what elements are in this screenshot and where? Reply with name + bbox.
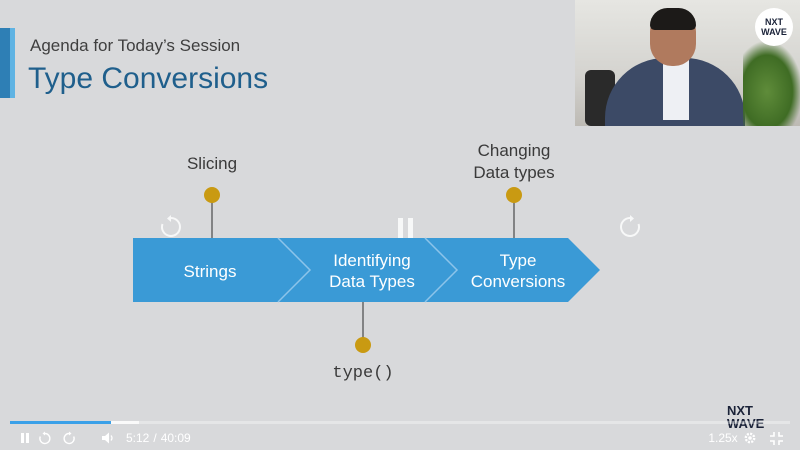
instructor-webcam: NXT WAVE	[575, 0, 800, 126]
step-label-strings: Strings	[183, 262, 237, 281]
note-slicing: Slicing	[186, 154, 238, 173]
arrow-step-type-conversions	[425, 238, 600, 302]
forward-10-button[interactable]	[60, 428, 78, 448]
instructor-hair	[650, 8, 696, 30]
nxtwave-watermark: NXT WAVE	[727, 404, 764, 430]
arrow-divider-1	[277, 237, 312, 303]
logo-line1: NXT	[765, 17, 783, 27]
step-label-identifying: Identifying Data Types	[310, 250, 434, 292]
dot-type-func	[355, 337, 371, 353]
progress-bar[interactable]	[10, 421, 790, 424]
plant	[743, 40, 800, 126]
volume-button[interactable]	[98, 428, 118, 448]
diagram-connectors	[211, 200, 515, 340]
watermark-line1: NXT	[727, 403, 753, 418]
slide-accent-bar-light	[10, 28, 15, 98]
time-display: 5:12 / 40:09	[126, 428, 204, 448]
step-label-type-conversions: Type Conversions	[456, 250, 580, 292]
settings-icon	[744, 432, 756, 444]
player-controls: 5:12 / 40:09 1.25x	[0, 428, 800, 450]
step-type-line2: Conversions	[470, 272, 566, 291]
step-identifying-line2: Data Types	[329, 272, 415, 291]
arrow-divider-2	[424, 237, 459, 303]
note-changing-line2: Data types	[473, 163, 555, 182]
pause-icon	[21, 433, 29, 443]
settings-button[interactable]	[741, 428, 759, 448]
dot-changing	[506, 187, 522, 203]
time-separator: /	[153, 431, 157, 445]
progress-played	[10, 421, 112, 424]
overlay-forward-10-icon[interactable]	[617, 214, 643, 247]
forward-10-icon	[63, 431, 75, 445]
step-type-line1: Type	[499, 251, 537, 270]
watermark-line2: WAVE	[727, 416, 765, 431]
agenda-title: Agenda for Today’s Session	[30, 36, 241, 55]
dot-slicing	[204, 187, 220, 203]
overlay-rewind-10-icon[interactable]	[158, 214, 184, 247]
current-time: 5:12	[126, 431, 150, 445]
instructor-shirt	[663, 60, 689, 120]
overlay-pause-icon[interactable]	[395, 216, 417, 247]
rewind-10-button[interactable]	[36, 428, 54, 448]
note-type-function: type()	[332, 364, 394, 383]
note-changing-data-types: Changing Data types	[454, 140, 574, 184]
nxtwave-logo: NXT WAVE	[755, 8, 793, 46]
slide-title: Type Conversions	[28, 62, 269, 95]
step-identifying-line1: Identifying	[333, 251, 411, 270]
pause-button[interactable]	[16, 428, 34, 448]
duration: 40:09	[160, 431, 191, 445]
fullscreen-exit-button[interactable]	[767, 428, 785, 448]
slide-accent-bar	[0, 28, 10, 98]
volume-icon	[102, 432, 113, 444]
logo-line2: WAVE	[761, 27, 787, 37]
rewind-10-icon	[39, 431, 51, 445]
playback-speed-button[interactable]: 1.25x	[708, 431, 738, 445]
note-changing-line1: Changing	[477, 141, 551, 160]
fullscreen-exit-icon	[769, 431, 783, 445]
arrow-step-identifying	[278, 238, 457, 302]
arrow-step-strings	[133, 238, 310, 302]
